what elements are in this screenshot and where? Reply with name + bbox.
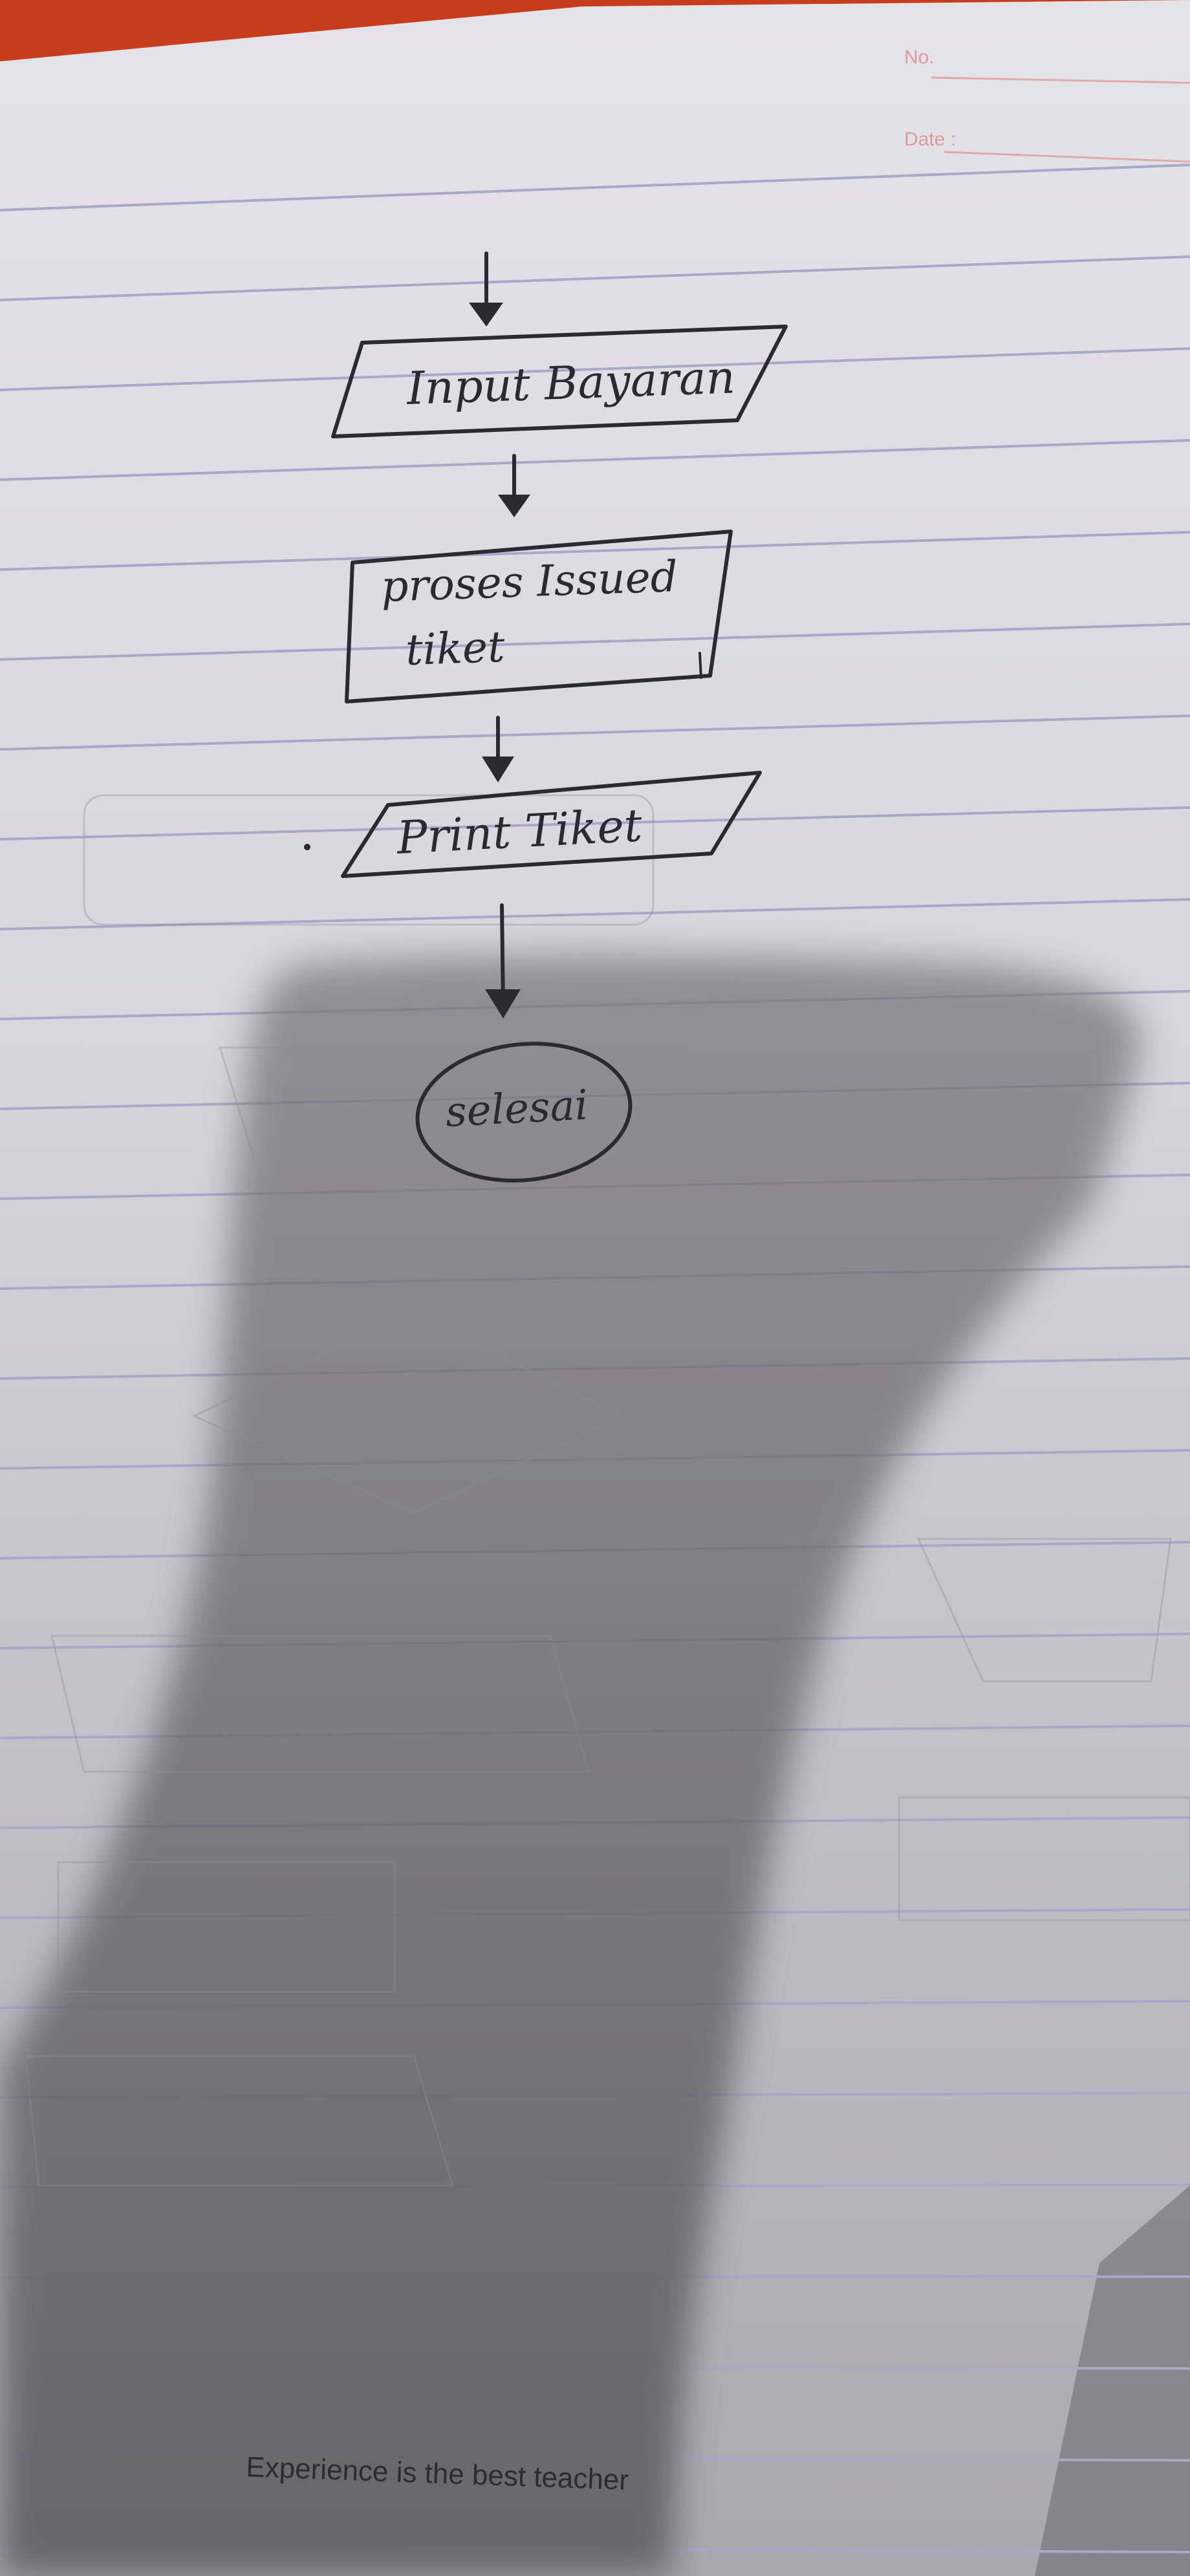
rule-line	[0, 623, 1190, 661]
node-print-tiket: Print Tiket	[304, 771, 762, 878]
arrowhead	[482, 757, 514, 782]
arrowhead	[469, 303, 503, 327]
arrowhead	[485, 989, 521, 1018]
node-selesai-label: selesai	[444, 1082, 589, 1137]
edge-proses-to-print-tiket	[482, 716, 514, 782]
edge-incoming-to-input-bayaran	[469, 252, 503, 327]
node-input-bayaran: Input Bayaran	[331, 325, 788, 438]
stray-dot	[304, 844, 310, 850]
paper-fold-shadow	[1035, 2185, 1190, 2576]
rule-line	[0, 439, 1190, 481]
rule-line	[0, 531, 1190, 571]
edge-print-tiket-to-selesai	[485, 903, 521, 1018]
node-print-tiket-label: Print Tiket	[395, 799, 644, 864]
node-proses-issued-tiket-line-1: proses Issued	[380, 552, 678, 612]
header-date-label: Date :	[904, 129, 956, 150]
header-no-line	[931, 76, 1190, 84]
rule-line	[0, 164, 1190, 211]
rule-line	[0, 347, 1190, 391]
header-no-label: No.	[904, 47, 935, 68]
rule-line	[0, 255, 1190, 301]
node-proses-issued-tiket: proses Issued tiket	[345, 530, 733, 703]
node-proses-issued-tiket-line-2: tiket	[405, 622, 506, 675]
node-input-bayaran-label: Input Bayaran	[405, 350, 736, 415]
rule-line	[0, 806, 1190, 841]
bleed-through-shapes	[25, 794, 1190, 2187]
header-date-line	[944, 151, 1190, 163]
arrowhead	[498, 495, 530, 517]
rule-line	[0, 898, 1190, 930]
edge-input-bayaran-to-proses	[498, 454, 530, 517]
node-selesai: selesai	[415, 1042, 633, 1183]
hand-shadow	[0, 954, 1141, 2576]
rule-line	[0, 714, 1190, 751]
